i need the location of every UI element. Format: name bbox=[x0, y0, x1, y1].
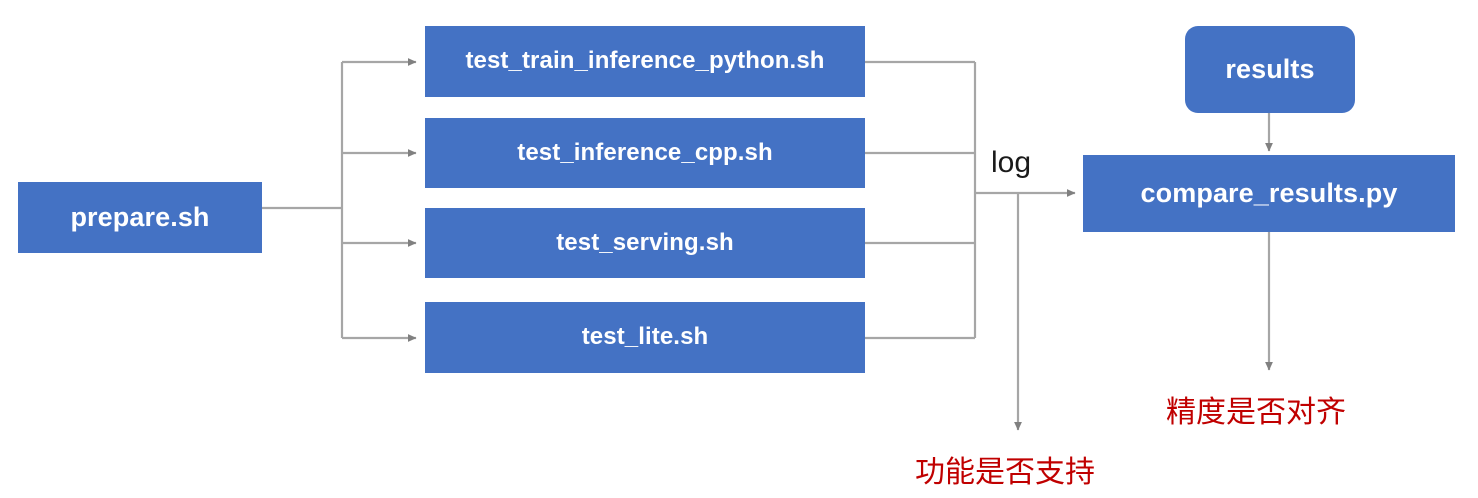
node-test-train-inference-python-sh[interactable]: test_train_inference_python.sh bbox=[425, 26, 865, 97]
node-test-serving-sh[interactable]: test_serving.sh bbox=[425, 208, 865, 278]
node-prepare-sh[interactable]: prepare.sh bbox=[18, 182, 262, 253]
node-results[interactable]: results bbox=[1185, 26, 1355, 113]
node-test-inference-cpp-sh[interactable]: test_inference_cpp.sh bbox=[425, 118, 865, 188]
node-compare-results-py[interactable]: compare_results.py bbox=[1083, 155, 1455, 232]
note-function-supported: 功能是否支持 bbox=[915, 456, 1095, 489]
note-precision-aligned: 精度是否对齐 bbox=[1166, 396, 1346, 429]
node-test-lite-sh[interactable]: test_lite.sh bbox=[425, 302, 865, 373]
edge-label-log: log bbox=[991, 146, 1032, 179]
